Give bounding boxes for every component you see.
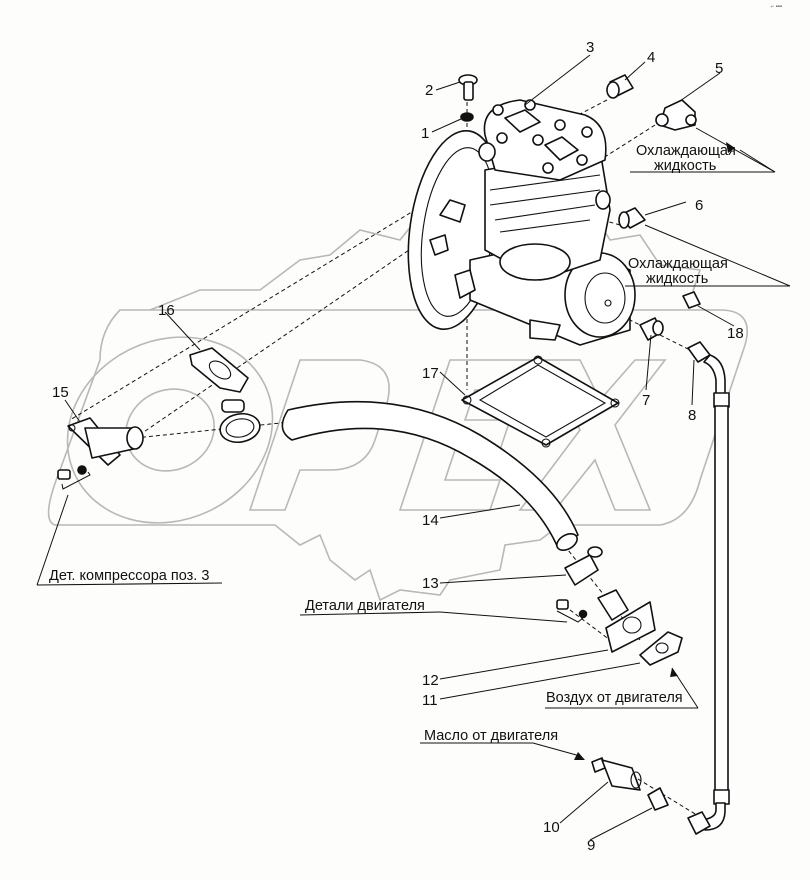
engine-parts-label: Детали двигателя (305, 598, 425, 614)
callout-6[interactable]: 6 (695, 197, 703, 214)
air-elbow-part-15[interactable] (67, 417, 144, 466)
callout-15[interactable]: 15 (52, 384, 69, 401)
connector-part-13[interactable] (564, 546, 603, 586)
annotations: Охлаждающая жидкость Охлаждающая жидкост… (49, 143, 736, 744)
oil-tube-part-8[interactable] (687, 341, 730, 835)
callout-4[interactable]: 4 (647, 49, 655, 66)
coolant-label-mid-1: Охлаждающая (628, 256, 728, 272)
callout-14[interactable]: 14 (422, 512, 439, 529)
watermark-logo (47, 179, 748, 602)
coolant-label-top-2: жидкость (654, 158, 716, 174)
bolt-and-washer-engine[interactable] (556, 599, 588, 623)
fitting-part-4[interactable] (606, 74, 634, 99)
gasket-part-16[interactable] (189, 347, 249, 393)
callout-2[interactable]: 2 (425, 82, 433, 99)
callout-7[interactable]: 7 (642, 392, 650, 409)
bolt-part-2[interactable] (458, 74, 478, 101)
callout-11[interactable]: 11 (422, 692, 438, 709)
coolant-label-mid-2: жидкость (646, 271, 708, 287)
coolant-label-top-1: Охлаждающая (636, 143, 736, 159)
callout-5[interactable]: 5 (715, 60, 723, 77)
air-hose-part-14[interactable] (281, 400, 580, 554)
gasket-part-17[interactable] (461, 355, 620, 448)
compressor-parts-label: Дет. компрессора поз. 3 (49, 568, 209, 584)
callout-13[interactable]: 13 (422, 575, 439, 592)
gasket-part-11[interactable] (639, 631, 683, 666)
callout-8[interactable]: 8 (688, 407, 696, 424)
corner-mark: ⌐ ▪▪▪ (770, 4, 782, 10)
callout-3[interactable]: 3 (586, 39, 594, 56)
fitting-part-6[interactable] (618, 207, 646, 229)
callout-18[interactable]: 18 (727, 325, 744, 342)
callout-16[interactable]: 16 (158, 302, 175, 319)
compressor-part-3[interactable] (397, 99, 636, 346)
callout-9[interactable]: 9 (587, 837, 595, 854)
leader-lines (36, 54, 791, 841)
hose-clamp[interactable] (218, 399, 262, 445)
air-from-engine-label: Воздух от двигателя (546, 690, 683, 706)
elbow-fitting-part-5[interactable] (655, 99, 697, 131)
callout-1[interactable]: 1 (421, 125, 429, 142)
nipple-part-9[interactable] (647, 787, 669, 811)
flange-part-12[interactable] (597, 589, 656, 653)
adapter-part-10[interactable] (591, 757, 642, 791)
callout-17[interactable]: 17 (422, 365, 439, 382)
callout-10[interactable]: 10 (543, 819, 560, 836)
washer-part-1[interactable] (460, 112, 474, 122)
plug-part-18[interactable] (682, 291, 701, 309)
bolt-and-washer-15[interactable] (57, 465, 91, 490)
callout-numbers: 2 1 3 4 5 6 7 8 9 10 11 12 13 14 15 16 1… (52, 39, 744, 854)
oil-from-engine-label: Масло от двигателя (424, 728, 558, 744)
fitting-part-7[interactable] (639, 317, 664, 341)
callout-12[interactable]: 12 (422, 672, 439, 689)
